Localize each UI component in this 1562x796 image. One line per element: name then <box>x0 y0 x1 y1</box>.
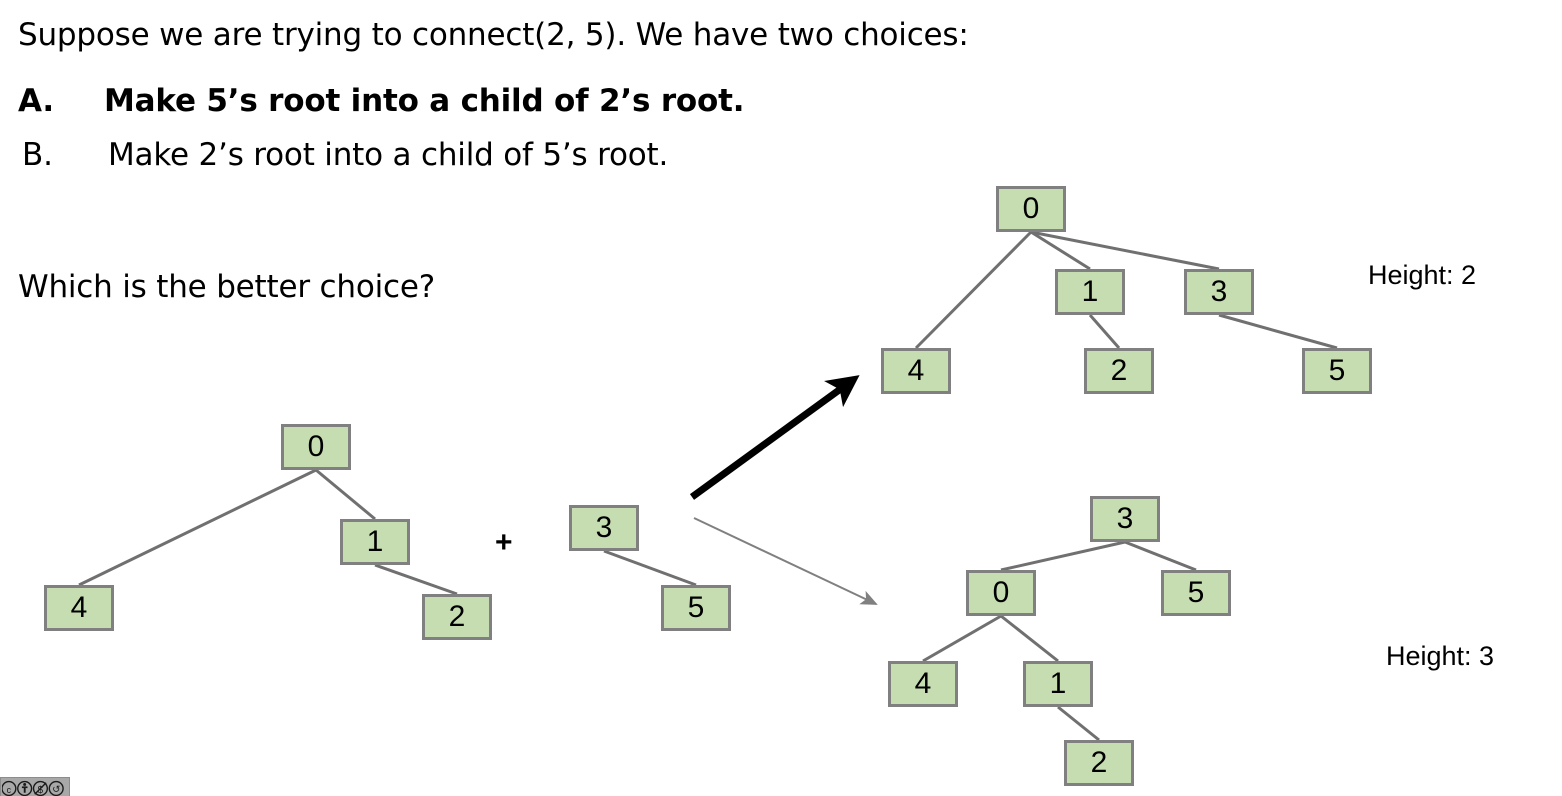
tree-node-label: 0 <box>1022 192 1040 225</box>
creative-commons-badge[interactable]: c $ ↺ <box>0 777 70 796</box>
tree-edge <box>1057 705 1100 742</box>
tree-edge <box>1124 540 1197 572</box>
height-label-option-a: Height: 2 <box>1368 260 1477 290</box>
svg-text:c: c <box>7 785 12 795</box>
bold-arrow-to-option-a <box>689 375 860 500</box>
tree-node-label: 5 <box>1328 354 1346 387</box>
choice-b-marker: B. <box>22 137 53 173</box>
tree-edge <box>1218 313 1338 350</box>
tree-node-1: 1 <box>1023 661 1093 707</box>
tree-edge <box>374 563 458 596</box>
tree-node-0: 0 <box>966 570 1036 616</box>
tree-node-3: 3 <box>1090 496 1160 542</box>
height-label-option-b: Height: 3 <box>1386 641 1495 671</box>
tree-node-4: 4 <box>44 585 114 631</box>
svg-text:↺: ↺ <box>52 785 60 796</box>
tree-node-label: 3 <box>595 511 613 544</box>
tree-node-1: 1 <box>340 519 410 565</box>
choice-a-marker: A. <box>18 83 54 119</box>
svg-text:$: $ <box>38 785 44 796</box>
tree-node-label: 5 <box>1187 576 1205 609</box>
tree-node-3: 3 <box>569 505 639 551</box>
tree-node-3: 3 <box>1184 269 1254 315</box>
tree-node-label: 4 <box>907 354 925 387</box>
tree-edge <box>1030 230 1091 271</box>
tree-node-label: 2 <box>1090 746 1108 779</box>
sa-icon <box>48 780 64 796</box>
tree-edge <box>922 614 1002 663</box>
tree-node-label: 0 <box>992 576 1010 609</box>
tree-edge <box>603 549 697 587</box>
tree-edge <box>1000 540 1126 572</box>
choice-b-label: Make 2’s root into a child of 5’s root. <box>108 137 669 173</box>
tree-node-label: 0 <box>307 430 325 463</box>
choice-option-a: A. Make 5’s root into a child of 2’s roo… <box>18 82 744 120</box>
tree-edge <box>914 230 1033 350</box>
tree-node-4: 4 <box>888 661 958 707</box>
edges-group <box>78 230 1338 742</box>
cc-icon <box>2 780 17 796</box>
tree-node-label: 3 <box>1116 502 1134 535</box>
tree-node-label: 1 <box>1081 275 1099 308</box>
tree-edge <box>315 468 376 521</box>
tree-node-label: 2 <box>1110 354 1128 387</box>
tree-node-1: 1 <box>1055 269 1125 315</box>
tree-node-label: 2 <box>448 600 466 633</box>
tree-node-label: 3 <box>1210 275 1228 308</box>
tree-node-label: 5 <box>687 591 705 624</box>
tree-node-label: 4 <box>914 667 932 700</box>
tree-node-label: 1 <box>1049 667 1067 700</box>
prompt-text: Suppose we are trying to connect(2, 5). … <box>18 17 969 53</box>
tree-node-2: 2 <box>1064 740 1134 786</box>
license-icons: c $ ↺ <box>2 780 64 796</box>
tree-node-label: 4 <box>70 591 88 624</box>
choice-option-b: B. Make 2’s root into a child of 5’s roo… <box>22 136 668 174</box>
question-text: Which is the better choice? <box>18 269 435 305</box>
tree-edge <box>78 468 317 587</box>
tree-edge <box>1088 314 1121 349</box>
tree-node-0: 0 <box>281 424 351 470</box>
nc-icon <box>32 780 49 796</box>
tree-node-5: 5 <box>1302 348 1372 394</box>
tree-node-0: 0 <box>996 186 1066 232</box>
tree-node-4: 4 <box>881 348 951 394</box>
tree-edge <box>1000 614 1059 663</box>
plus-operator: + <box>495 526 513 559</box>
tree-edge <box>1030 230 1220 271</box>
tree-node-2: 2 <box>422 594 492 640</box>
tree-node-label: 1 <box>366 525 384 558</box>
tree-node-2: 2 <box>1084 348 1154 394</box>
tree-node-5: 5 <box>1161 570 1231 616</box>
tree-node-5: 5 <box>661 585 731 631</box>
by-icon <box>17 780 33 796</box>
choice-a-label: Make 5’s root into a child of 2’s root. <box>104 83 745 119</box>
arrows-group <box>689 375 878 605</box>
